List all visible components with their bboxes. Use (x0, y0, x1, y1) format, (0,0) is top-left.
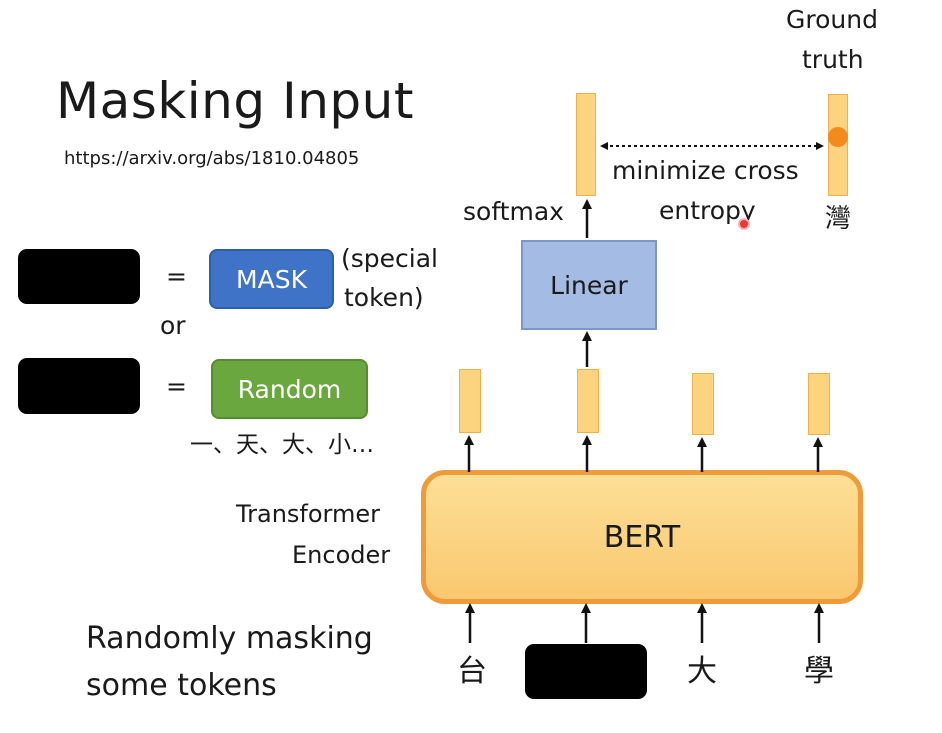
input-token: 學 (804, 654, 834, 689)
masked-input-token (525, 644, 647, 699)
ground-truth-character: 灣 (824, 204, 851, 234)
input-token: 大 (687, 654, 717, 689)
or-label: or (160, 311, 186, 340)
ground-truth-label-line2: truth (802, 45, 864, 74)
equals-sign: = (166, 262, 187, 291)
encoder-label-line2: Encoder (292, 541, 391, 569)
bert-output-vector (577, 369, 599, 433)
input-token: 台 (457, 654, 487, 689)
caption-line1: Randomly masking (86, 621, 373, 656)
page-title: Masking Input (56, 72, 414, 130)
caption-line2: some tokens (86, 668, 277, 703)
equals-sign: = (166, 372, 187, 401)
masked-token-swatch (18, 358, 140, 414)
random-token-pill: Random (211, 359, 368, 419)
special-token-note-line2: token) (344, 283, 424, 312)
masked-token-swatch (18, 249, 140, 304)
loss-label-line1: minimize cross (612, 156, 799, 185)
softmax-output-vector (576, 93, 596, 196)
loss-label-line2: entropy (659, 196, 756, 225)
bert-output-vector (808, 373, 830, 435)
pointer-marker (740, 220, 748, 228)
encoder-label-line1: Transformer (236, 500, 381, 528)
paper-url[interactable]: https://arxiv.org/abs/1810.04805 (64, 148, 360, 169)
ground-truth-label-line1: Ground (786, 5, 878, 34)
softmax-label: softmax (463, 197, 564, 226)
special-token-note-line1: (special (341, 244, 438, 273)
bert-output-vector (692, 373, 714, 435)
bert-block: BERT (421, 470, 863, 604)
bert-output-vector (459, 369, 481, 433)
ground-truth-dot (828, 127, 848, 147)
random-examples: 一、天、大、小… (190, 432, 374, 458)
linear-layer: Linear (521, 240, 657, 330)
mask-token-pill: MASK (209, 249, 334, 309)
